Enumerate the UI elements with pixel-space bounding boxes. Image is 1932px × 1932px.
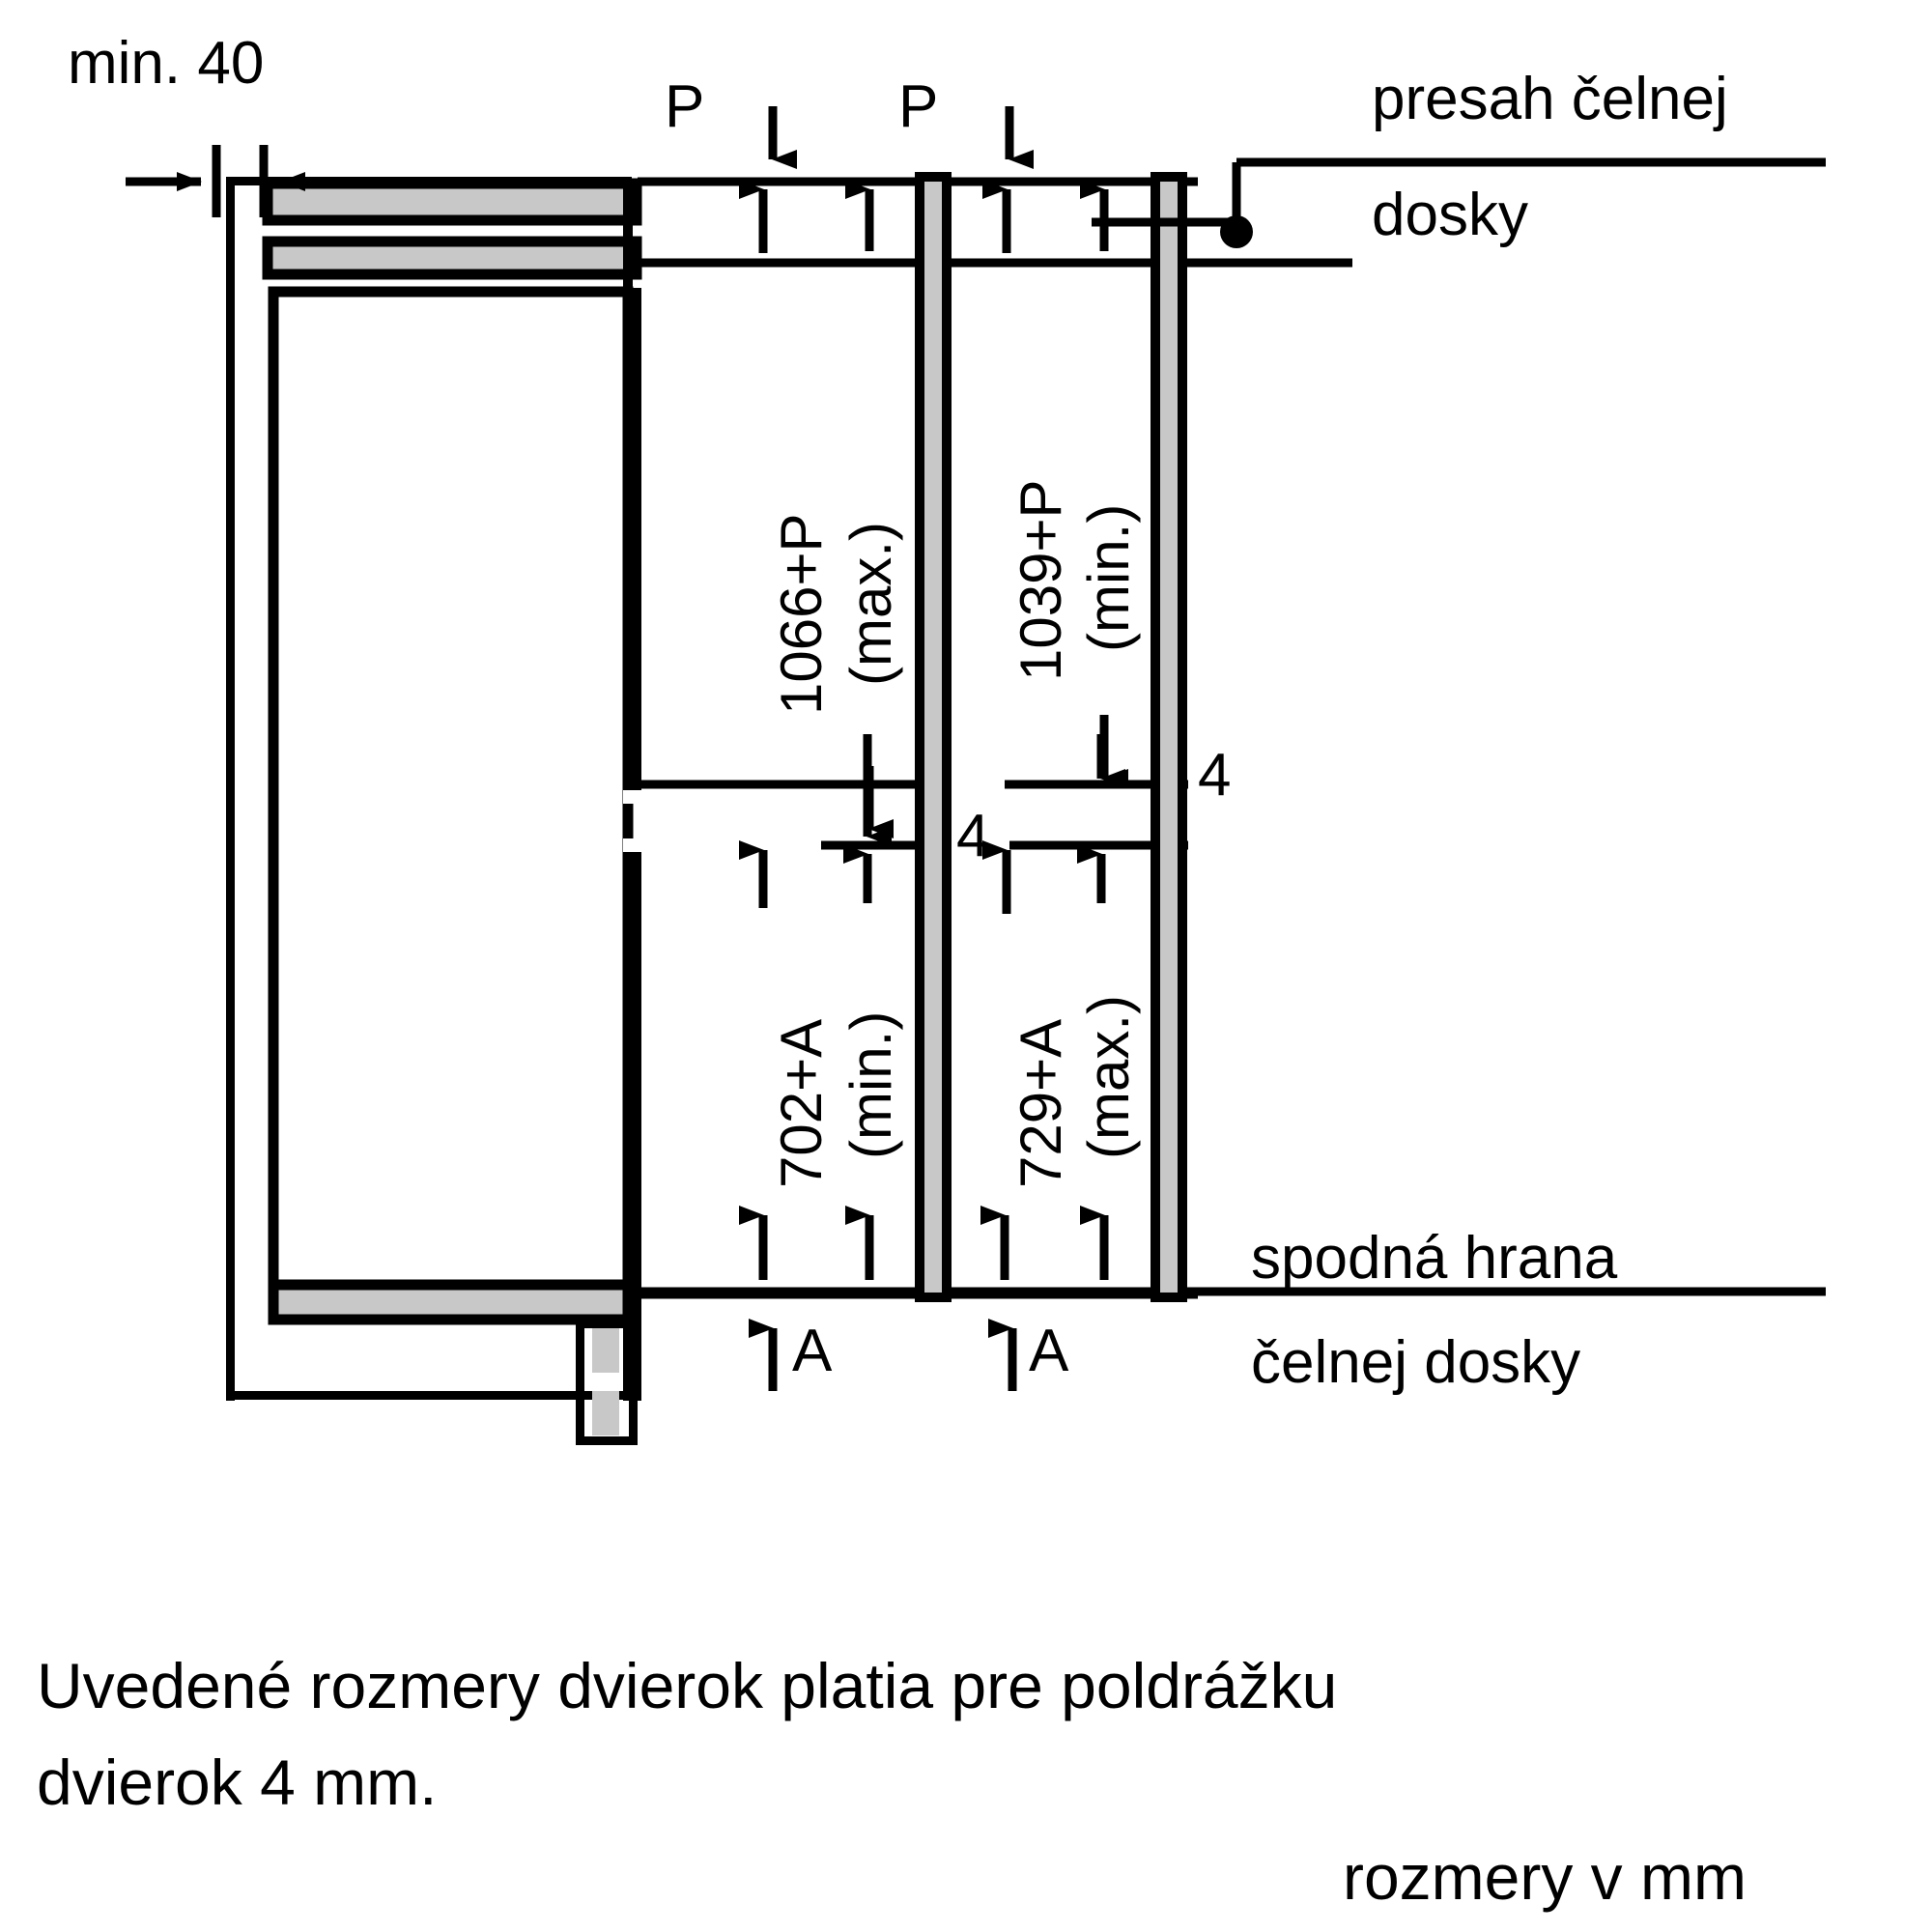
dimension-702A xyxy=(739,1206,874,1280)
p-marker-arrows xyxy=(768,106,1034,169)
p-marker-right: P xyxy=(898,73,939,140)
dimension-label-729A-qualifier: (max.) xyxy=(1076,995,1141,1159)
p-marker-left: P xyxy=(665,73,705,140)
gap-4-arrows xyxy=(843,734,1125,903)
dimension-label-1039P-value: 1039+P xyxy=(1009,479,1073,681)
door-panel xyxy=(268,286,634,1297)
footnote-line-1: Uvedené rozmery dvierok platia pre poldr… xyxy=(37,1650,1338,1721)
callout-bottom-edge-line1: spodná hrana xyxy=(1251,1225,1618,1292)
dimension-729A xyxy=(980,1206,1109,1280)
appliance-section-view xyxy=(226,177,644,1445)
dimension-label-1066P-value: 1066+P xyxy=(769,513,834,715)
footnote-line-2: dvierok 4 mm. xyxy=(37,1747,438,1818)
a-marker-arrows xyxy=(749,1319,1017,1391)
dimension-label-1066P-qualifier: (max.) xyxy=(838,522,903,686)
gap-label-left: 4 xyxy=(956,803,990,869)
a-marker-left: A xyxy=(792,1318,833,1384)
a-marker-right: A xyxy=(1029,1318,1069,1384)
callout-overhang-line2: dosky xyxy=(1372,182,1528,248)
top-panel-2 xyxy=(262,236,642,280)
callout-overhang-line1: presah čelnej xyxy=(1372,66,1728,132)
min-40-label: min. 40 xyxy=(68,30,265,97)
reference-lines xyxy=(633,177,1352,1299)
front-panel-strips xyxy=(915,172,1187,1302)
min40-dimension xyxy=(126,145,357,217)
dimension-label-702A-value: 702+A xyxy=(769,1018,834,1188)
dimension-label-1039P-qualifier: (min.) xyxy=(1076,503,1141,652)
callout-bottom-edge-line2: čelnej dosky xyxy=(1251,1329,1581,1396)
dimension-label-729A-value: 729+A xyxy=(1009,1018,1073,1188)
units-footer: rozmery v mm xyxy=(1343,1841,1747,1913)
top-panel-1 xyxy=(262,178,642,226)
dimension-label-702A-qualifier: (min.) xyxy=(838,1010,903,1159)
overhang-leader-dot xyxy=(1220,215,1253,248)
gap-label-right: 4 xyxy=(1198,742,1232,809)
bottom-plinth xyxy=(268,1279,634,1325)
